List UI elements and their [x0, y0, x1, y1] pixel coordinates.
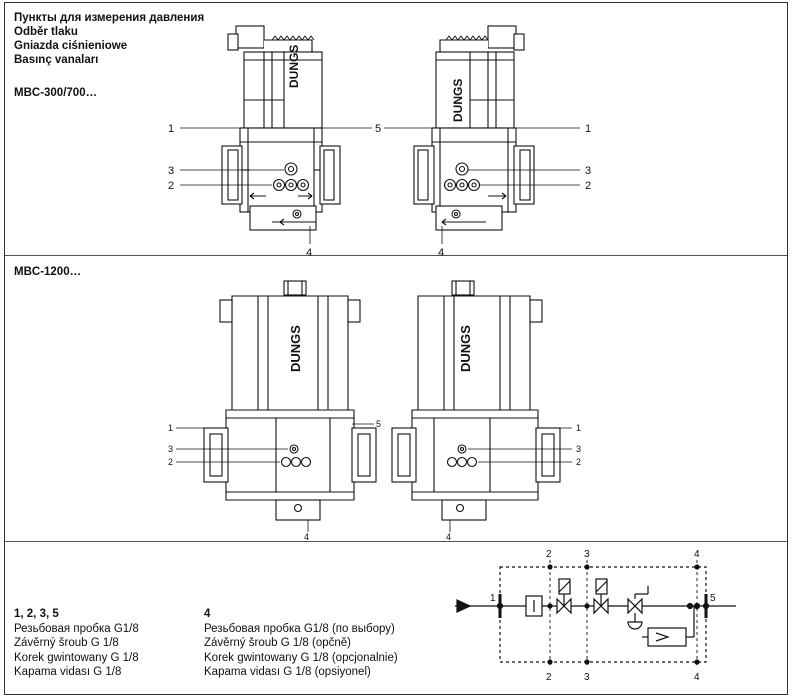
schematic-label-4-top: 4 — [694, 549, 700, 560]
model-label-small: MBC-300/700… — [14, 87, 98, 99]
schematic-label-3-top: 3 — [584, 549, 590, 560]
callout-5-large: 5 — [376, 419, 381, 429]
mbc1200-left-view: DUNGS — [176, 280, 377, 532]
title-line-tr: Basınç vanaları — [14, 54, 99, 66]
title-line-cz: Odběr tlaku — [14, 26, 78, 38]
title-line-ru: Пункты для измерения давления — [14, 12, 205, 24]
callout-5-left: 5 — [375, 123, 381, 135]
schematic-label-5: 5 — [710, 593, 716, 604]
callout-3-right: 3 — [585, 165, 591, 177]
schematic-label-1: 1 — [490, 593, 496, 604]
legend-optional-line: Korek gwintowany G 1/8 (opcjonalnie) — [204, 651, 398, 664]
mbc1200-right-view: DUNGS — [391, 280, 572, 532]
schematic-label-2-top: 2 — [546, 549, 552, 560]
callout-4-large-left: 4 — [304, 532, 309, 542]
divider-top — [5, 255, 787, 256]
callout-4-left: 4 — [306, 247, 312, 259]
mbc300-right-view: DUNGS — [384, 25, 580, 244]
callout-3-large-right: 3 — [576, 444, 581, 454]
legend-plugs-line: Závěrný šroub G 1/8 — [14, 637, 119, 649]
page-title: Пункты для измерения давления Odběr tlak… — [14, 11, 204, 67]
legend-optional-plug: 4 Резьбовая пробка G1/8 (по выбору) Závě… — [204, 607, 398, 680]
callout-4-right: 4 — [438, 247, 444, 259]
callout-1-large-left: 1 — [168, 423, 173, 433]
title-line-pl: Gniazda ciśnieniowe — [14, 40, 128, 52]
legend-optional-line: Резьбовая пробка G1/8 (по выбору) — [204, 622, 395, 635]
brand-logo: DUNGS — [288, 325, 303, 372]
model-label-large: MBC-1200… — [14, 266, 82, 278]
pressure-point-schematic — [455, 560, 736, 668]
legend-plugs-heading: 1, 2, 3, 5 — [14, 608, 59, 620]
callout-1-left: 1 — [168, 123, 174, 135]
mbc300-left-view: DUNGS — [180, 25, 372, 244]
callout-2-right: 2 — [585, 180, 591, 192]
legend-optional-line: Kapama vidası G 1/8 (opsiyonel) — [204, 666, 371, 678]
schematic-label-2-bottom: 2 — [546, 672, 552, 683]
brand-logo: DUNGS — [451, 79, 465, 122]
callout-2-large-left: 2 — [168, 457, 173, 467]
legend-plugs-line: Korek gwintowany G 1/8 — [14, 651, 139, 664]
callout-3-large-left: 3 — [168, 444, 173, 454]
page-frame — [4, 2, 788, 695]
legend-optional-heading: 4 — [204, 608, 211, 620]
brand-logo: DUNGS — [458, 325, 473, 372]
brand-logo: DUNGS — [287, 45, 301, 88]
callout-3-left: 3 — [168, 165, 174, 177]
schematic-label-4-bottom: 4 — [694, 672, 700, 683]
legend-plugs: 1, 2, 3, 5 Резьбовая пробка G1/8 Závěrný… — [14, 607, 139, 680]
schematic-label-3-bottom: 3 — [584, 672, 590, 683]
callout-2-left: 2 — [168, 180, 174, 192]
callout-1-large-right: 1 — [576, 423, 581, 433]
divider-bottom — [5, 541, 787, 542]
callout-1-right: 1 — [585, 123, 591, 135]
legend-optional-line: Závěrný šroub G 1/8 (opčně) — [204, 637, 352, 649]
legend-plugs-line: Kapama vidası G 1/8 — [14, 666, 122, 678]
legend-plugs-line: Резьбовая пробка G1/8 — [14, 622, 139, 635]
callout-2-large-right: 2 — [576, 457, 581, 467]
callout-4-large-right: 4 — [446, 532, 451, 542]
